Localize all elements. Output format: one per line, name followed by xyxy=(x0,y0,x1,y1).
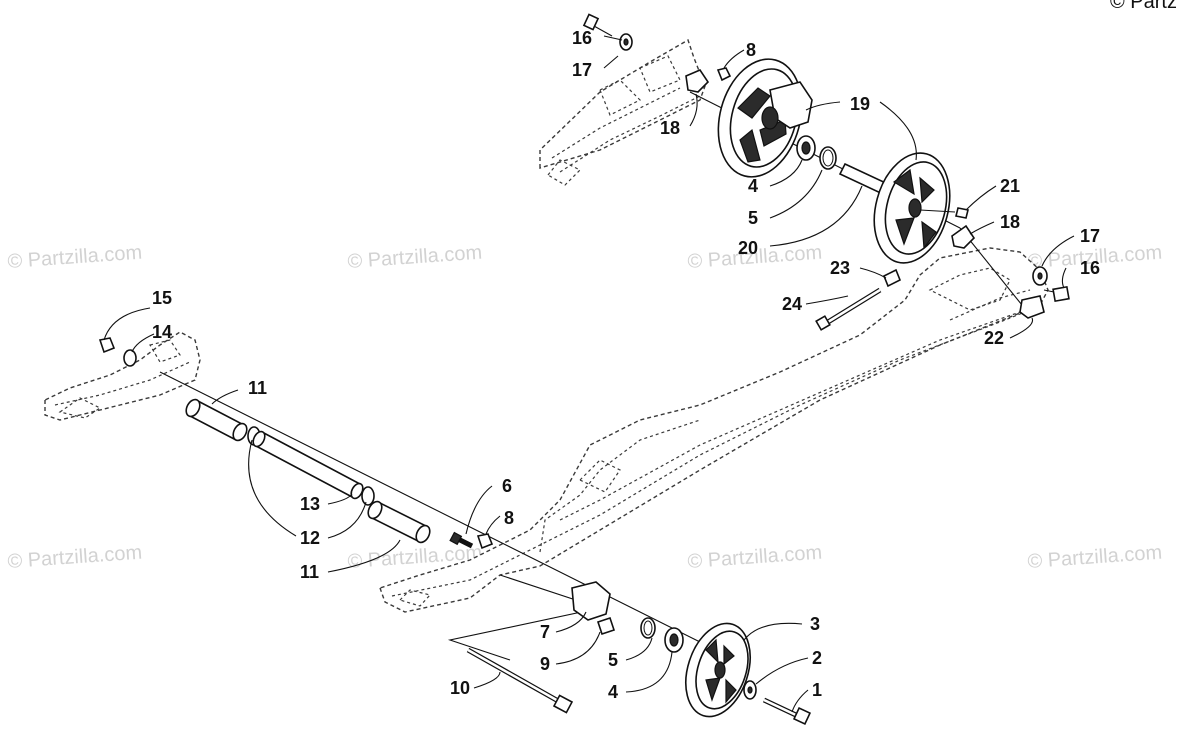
bolt-10 xyxy=(466,647,574,714)
callout-4-lower: 4 xyxy=(608,682,618,702)
spacer-11-lower xyxy=(367,500,431,544)
callout-19: 19 xyxy=(850,94,870,114)
callout-8-top: 8 xyxy=(746,40,756,60)
watermark: © Partzilla.com xyxy=(1027,542,1163,573)
callout-17-top: 17 xyxy=(572,60,592,80)
nut-23 xyxy=(882,268,902,288)
callout-23: 23 xyxy=(830,258,850,278)
spacer-11-upper xyxy=(185,398,248,442)
nut-9 xyxy=(596,616,616,636)
bolt-24 xyxy=(815,287,882,331)
rear-upper-assembly xyxy=(582,13,1070,331)
callout-labels: 16 17 8 18 19 4 5 20 21 18 17 16 23 24 2… xyxy=(152,28,1100,702)
ring-12-lower xyxy=(361,486,375,506)
callout-22: 22 xyxy=(984,328,1004,348)
callout-12: 12 xyxy=(300,528,320,548)
block-18-upper xyxy=(685,69,710,93)
callout-20: 20 xyxy=(738,238,758,258)
callout-15: 15 xyxy=(152,288,172,308)
callout-14: 14 xyxy=(152,322,172,342)
upper-rail-left xyxy=(539,38,706,186)
front-lower-assembly xyxy=(98,337,812,726)
watermark: © Partzilla.com xyxy=(7,542,143,573)
wheel-19-right xyxy=(873,152,956,264)
nut-8-lower xyxy=(476,533,494,550)
callout-4-upper: 4 xyxy=(748,176,758,196)
bolt-16-upper xyxy=(582,13,613,37)
bolt-6 xyxy=(449,531,474,549)
ring-14 xyxy=(123,349,137,367)
callout-11-lower: 11 xyxy=(300,562,319,582)
callout-16-top: 16 xyxy=(572,28,592,48)
callout-3: 3 xyxy=(810,614,820,634)
callout-18-top: 18 xyxy=(660,118,680,138)
watermark: © Partzilla.com xyxy=(347,242,483,273)
callout-8-lower: 8 xyxy=(504,508,514,528)
left-rail xyxy=(44,331,201,421)
bolt-1 xyxy=(762,697,812,726)
callout-18-lower: 18 xyxy=(1000,212,1020,232)
watermark: © Partzilla.com xyxy=(687,542,823,573)
callout-16-right: 16 xyxy=(1080,258,1100,278)
callout-9: 9 xyxy=(540,654,550,674)
block-22 xyxy=(1019,295,1045,319)
callout-7: 7 xyxy=(540,622,550,642)
callout-24: 24 xyxy=(782,294,802,314)
callout-13: 13 xyxy=(300,494,320,514)
callout-6: 6 xyxy=(502,476,512,496)
bolt-16-right xyxy=(1043,285,1070,303)
callout-2: 2 xyxy=(812,648,822,668)
callout-11-upper: 11 xyxy=(248,378,267,398)
main-rail-right xyxy=(379,247,1049,613)
callout-17-right: 17 xyxy=(1080,226,1100,246)
nut-8-upper xyxy=(716,67,732,82)
watermark: © Partzilla.com xyxy=(7,242,143,273)
mount-7 xyxy=(571,581,611,621)
copyright-mark: © Partz xyxy=(1110,0,1177,13)
callout-5-upper: 5 xyxy=(748,208,758,228)
wheel-3 xyxy=(685,622,751,718)
callout-10: 10 xyxy=(450,678,470,698)
block-18-lower xyxy=(951,224,976,249)
callout-1: 1 xyxy=(812,680,822,700)
nut-15 xyxy=(98,337,116,354)
callout-21: 21 xyxy=(1000,176,1020,196)
callout-5-lower: 5 xyxy=(608,650,618,670)
screw-21 xyxy=(955,207,969,219)
leader-lines xyxy=(103,35,1075,713)
watermark-layer: © Partzilla.com © Partzilla.com © Partzi… xyxy=(7,0,1177,573)
wheel-19-left xyxy=(717,58,813,178)
tube-13 xyxy=(252,430,364,500)
